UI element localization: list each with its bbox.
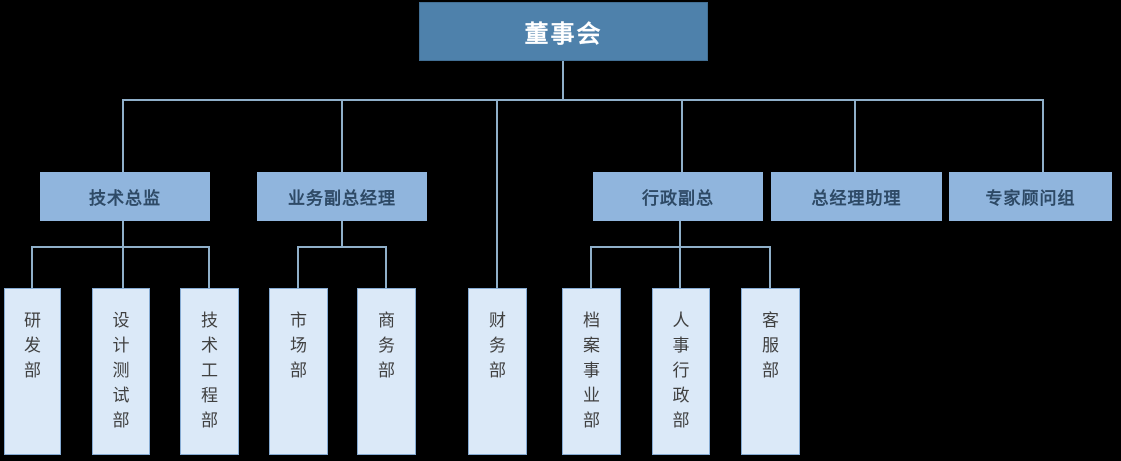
node-commerce-dept-label: 商务部 xyxy=(378,311,395,380)
connector-drop-gm-assistant xyxy=(854,100,856,172)
node-finance-dept[interactable]: 财务部 xyxy=(468,288,527,455)
node-finance-dept-label: 财务部 xyxy=(489,311,506,380)
node-customer-service-dept[interactable]: 客服部 xyxy=(741,288,800,455)
node-archives-division[interactable]: 档案事业部 xyxy=(562,288,621,455)
node-board-label: 董事会 xyxy=(524,21,603,48)
node-customer-service-dept-label: 客服部 xyxy=(762,311,779,380)
node-design-testing-dept-label: 设计测试部 xyxy=(112,311,130,430)
node-rnd-dept-label: 研发部 xyxy=(24,311,41,380)
connector-drop-admin-deputy xyxy=(681,100,683,172)
node-expert-advisory-group[interactable]: 专家顾问组 xyxy=(949,172,1112,221)
node-admin-deputy[interactable]: 行政副总 xyxy=(593,172,763,221)
connector-drop-archives xyxy=(590,247,592,288)
connector-admin-bus xyxy=(590,246,771,248)
node-tech-engineering-dept-label: 技术工程部 xyxy=(201,311,218,430)
node-biz-deputy-gm-label: 业务副总经理 xyxy=(288,189,396,208)
connector-drop-marketing xyxy=(297,247,299,288)
connector-level1-bus xyxy=(122,99,1044,101)
node-biz-deputy-gm[interactable]: 业务副总经理 xyxy=(257,172,427,221)
connector-drop-expert-group xyxy=(1042,100,1044,172)
connector-drop-customer-svc xyxy=(769,247,771,288)
node-marketing-dept-label: 市场部 xyxy=(290,311,307,380)
node-board-of-directors[interactable]: 董事会 xyxy=(419,2,708,61)
connector-drop-tech-director xyxy=(122,100,124,172)
connector-drop-biz-deputy-gm xyxy=(341,100,343,172)
node-gm-assistant-label: 总经理助理 xyxy=(811,189,902,208)
node-archives-division-label: 档案事业部 xyxy=(583,311,600,430)
node-expert-advisory-group-label: 专家顾问组 xyxy=(985,189,1076,208)
connector-tech-stem xyxy=(122,221,124,288)
node-design-testing-dept[interactable]: 设计测试部 xyxy=(92,288,150,455)
node-tech-director-label: 技术总监 xyxy=(89,189,161,208)
connector-drop-tech-eng xyxy=(208,247,210,288)
connector-drop-rnd xyxy=(31,247,33,288)
connector-biz-bus xyxy=(297,246,387,248)
connector-biz-stem xyxy=(341,221,343,247)
node-gm-assistant[interactable]: 总经理助理 xyxy=(771,172,942,221)
connector-tech-bus xyxy=(31,246,210,248)
connector-drop-commerce xyxy=(385,247,387,288)
node-tech-engineering-dept[interactable]: 技术工程部 xyxy=(180,288,239,455)
connector-drop-finance xyxy=(496,100,498,288)
node-hr-admin-dept[interactable]: 人事行政部 xyxy=(652,288,710,455)
node-hr-admin-dept-label: 人事行政部 xyxy=(672,311,690,430)
connector-root-stem xyxy=(562,61,564,100)
node-marketing-dept[interactable]: 市场部 xyxy=(269,288,328,455)
node-commerce-dept[interactable]: 商务部 xyxy=(357,288,416,455)
node-admin-deputy-label: 行政副总 xyxy=(642,189,714,208)
node-rnd-dept[interactable]: 研发部 xyxy=(4,288,61,455)
connector-admin-stem xyxy=(679,221,681,288)
node-tech-director[interactable]: 技术总监 xyxy=(40,172,210,221)
